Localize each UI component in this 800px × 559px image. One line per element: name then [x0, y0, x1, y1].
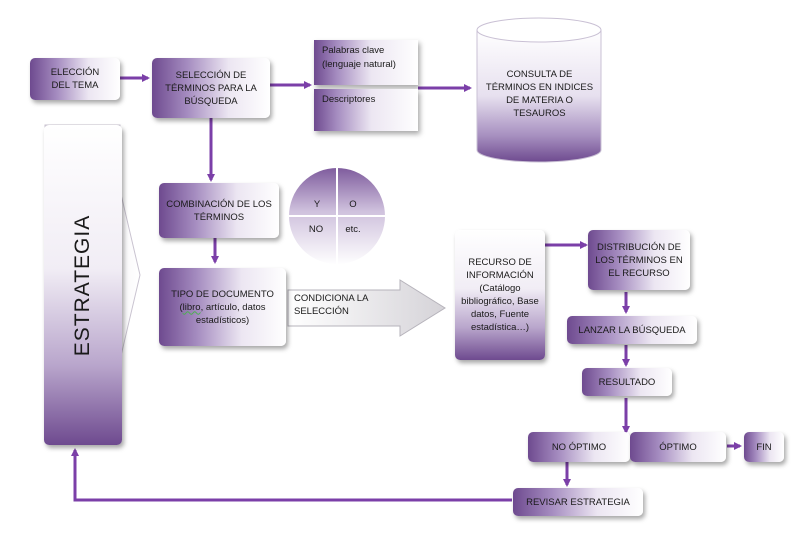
operator-etc: etc. — [345, 224, 361, 235]
consulta-label: CONSULTA DE TÉRMINOS EN INDICES DE MATER… — [485, 69, 594, 119]
descriptores-box: Descriptores — [314, 89, 418, 131]
condiciona-label: CONDICIONA LA SELECCIÓN — [294, 293, 368, 317]
strategy-label: ESTRATEGIA — [71, 214, 95, 356]
distribucion-box: DISTRIBUCIÓN DE LOS TÉRMINOS EN EL RECUR… — [588, 230, 690, 290]
eleccion-tema-label: ELECCIÓN DEL TEMA — [50, 67, 100, 91]
revisar-label: REVISAR ESTRATEGIA — [526, 496, 630, 508]
condiciona-arrow — [287, 279, 446, 337]
operators-circle — [287, 166, 387, 266]
distribucion-label: DISTRIBUCIÓN DE LOS TÉRMINOS EN EL RECUR… — [595, 241, 683, 279]
lanzar-label: LANZAR LA BÚSQUEDA — [578, 324, 686, 336]
fin-label: FIN — [756, 441, 772, 453]
fin-box: FIN — [744, 432, 784, 462]
revisar-box: REVISAR ESTRATEGIA — [513, 488, 643, 516]
palabras-clave-line1: Palabras clave — [322, 45, 385, 56]
consulta-cylinder — [476, 17, 602, 163]
operator-y: Y — [313, 199, 321, 210]
palabras-clave-box: Palabras clave (lenguaje natural) — [314, 40, 418, 85]
eleccion-tema-box: ELECCIÓN DEL TEMA — [30, 58, 120, 100]
combinacion-label: COMBINACIÓN DE LOS TÉRMINOS — [166, 198, 272, 223]
seleccion-terminos-label: SELECCIÓN DE TÉRMINOS PARA LA BÚSQUEDA — [165, 69, 257, 107]
no-optimo-box: NO ÓPTIMO — [528, 432, 630, 462]
combinacion-box: COMBINACIÓN DE LOS TÉRMINOS — [159, 183, 279, 238]
palabras-clave-line2: (lenguaje natural) — [322, 59, 396, 70]
optimo-box: ÓPTIMO — [630, 432, 726, 462]
operator-o: O — [349, 199, 357, 210]
operator-no: NO — [308, 224, 324, 235]
descriptores-label: Descriptores — [322, 94, 376, 105]
no-optimo-label: NO ÓPTIMO — [551, 441, 607, 453]
strategy-box: ESTRATEGIA — [44, 125, 122, 445]
tipo-documento-title: TIPO DE DOCUMENTO — [171, 288, 274, 300]
seleccion-terminos-box: SELECCIÓN DE TÉRMINOS PARA LA BÚSQUEDA — [152, 58, 270, 118]
tipo-documento-box: TIPO DE DOCUMENTO (libro, artículo, dato… — [159, 268, 286, 346]
recurso-label: RECURSO DE INFORMACIÓN (Catálogo bibliog… — [461, 257, 539, 333]
resultado-label: RESULTADO — [598, 376, 656, 388]
resultado-box: RESULTADO — [582, 368, 672, 396]
tipo-documento-libro: libro — [182, 301, 201, 313]
tipo-documento-rest: , artículo, datos estadísticos) — [195, 301, 266, 326]
recurso-box: RECURSO DE INFORMACIÓN (Catálogo bibliog… — [455, 230, 545, 360]
lanzar-box: LANZAR LA BÚSQUEDA — [567, 316, 697, 344]
optimo-label: ÓPTIMO — [659, 441, 697, 453]
